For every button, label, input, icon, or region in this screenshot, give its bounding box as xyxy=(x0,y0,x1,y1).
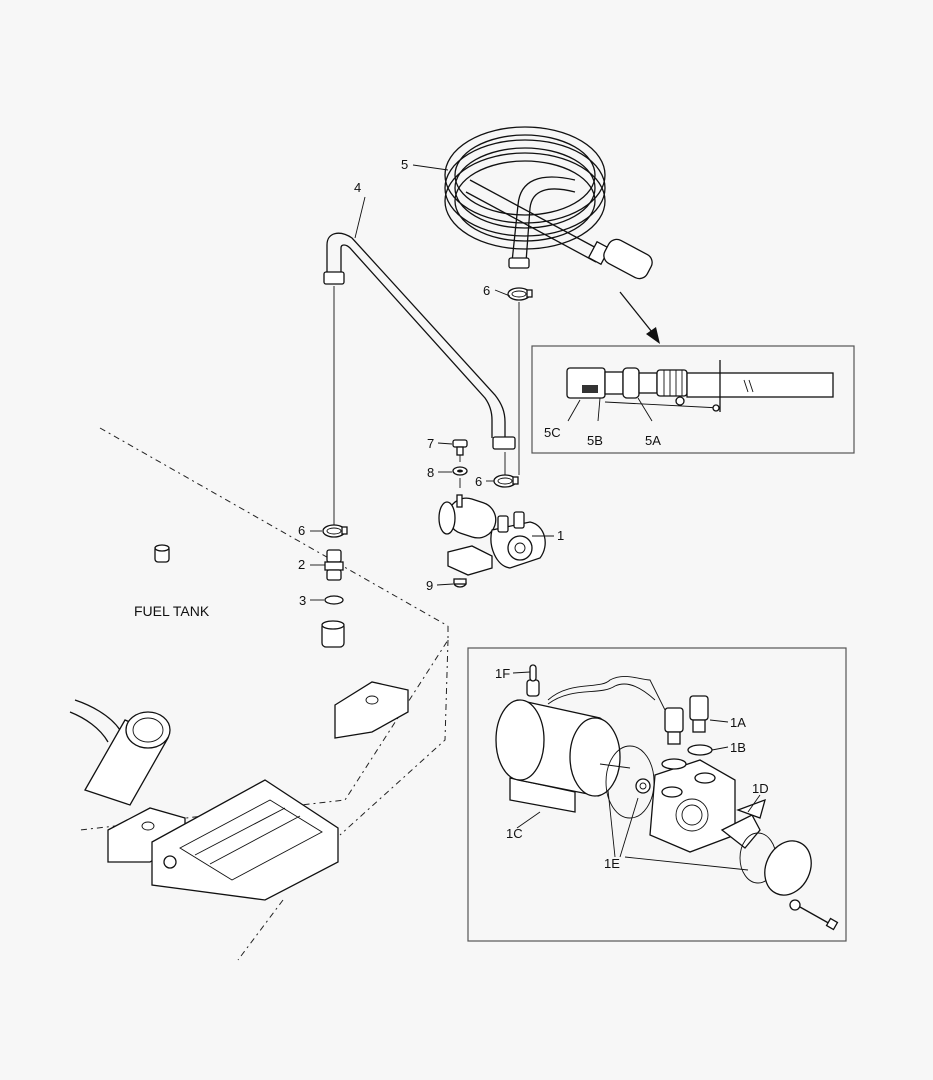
callout-1a: 1A xyxy=(730,715,746,730)
callout-1e: 1E xyxy=(604,856,620,871)
callout-1b: 1B xyxy=(730,740,746,755)
callout-1: 1 xyxy=(557,528,564,543)
hose-4 xyxy=(323,232,516,450)
tank-filler-neck xyxy=(69,699,171,806)
fuel-tank-label: FUEL TANK xyxy=(134,603,210,619)
hose-clamp-lower xyxy=(322,524,348,538)
hose-coil xyxy=(444,126,653,280)
callout-3: 3 xyxy=(299,593,306,608)
callout-labels: 1 2 3 4 5 6 6 6 7 8 9 5C 5B 5A 1F 1A 1B … xyxy=(134,157,769,871)
tank-vent-cap xyxy=(154,544,170,563)
callout-leaders xyxy=(310,164,554,601)
fuel-pump-1 xyxy=(438,494,546,576)
callout-1f: 1F xyxy=(495,666,510,681)
inset-pump-exploded xyxy=(467,647,847,942)
callout-5b: 5B xyxy=(587,433,603,448)
callout-5c: 5C xyxy=(544,425,561,440)
o-ring-3 xyxy=(324,595,344,605)
detail-arrow xyxy=(619,291,660,344)
assembly-guide-lines xyxy=(333,286,520,526)
nut-9 xyxy=(453,578,467,588)
callout-1c: 1C xyxy=(506,826,523,841)
callout-5: 5 xyxy=(401,157,408,172)
callout-9: 9 xyxy=(426,578,433,593)
callout-6-middle: 6 xyxy=(475,474,482,489)
hose-clamp-upper xyxy=(507,287,533,301)
fitting-2 xyxy=(324,549,344,581)
callout-6-lower: 6 xyxy=(298,523,305,538)
callout-8: 8 xyxy=(427,465,434,480)
callout-5a: 5A xyxy=(645,433,661,448)
callout-6-upper: 6 xyxy=(483,283,490,298)
washer-8 xyxy=(452,466,468,476)
tank-step xyxy=(151,779,339,901)
callout-7: 7 xyxy=(427,436,434,451)
callout-2: 2 xyxy=(298,557,305,572)
callout-4: 4 xyxy=(354,180,361,195)
callout-1d: 1D xyxy=(752,781,769,796)
inset-hose-nozzle xyxy=(531,345,855,454)
bolt-7 xyxy=(452,439,468,456)
hose-clamp-middle xyxy=(493,474,519,488)
tank-fitting-boss xyxy=(321,620,345,648)
